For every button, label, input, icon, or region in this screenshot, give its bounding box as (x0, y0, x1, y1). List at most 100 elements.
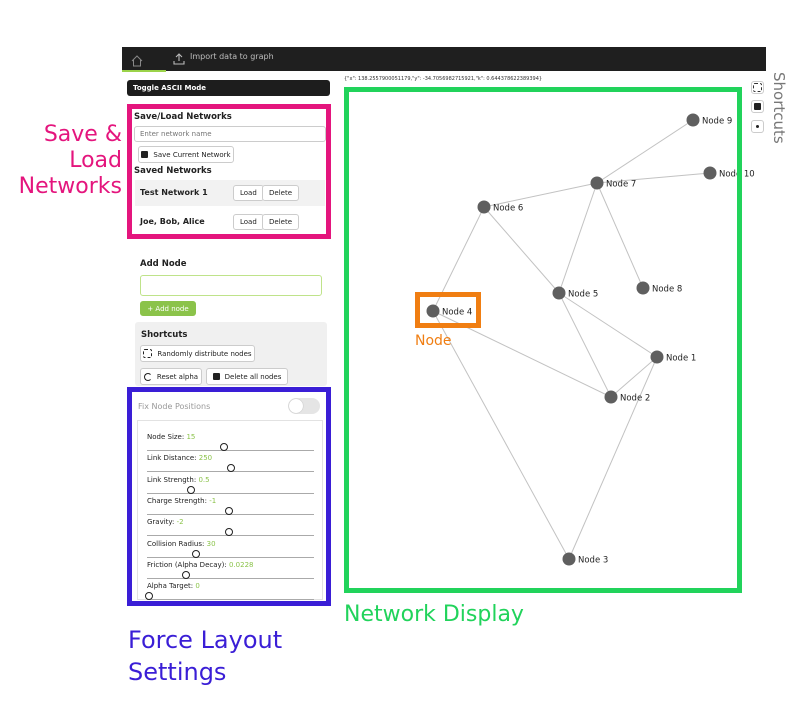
graph-edge (596, 119, 694, 184)
graph-edge (558, 292, 658, 358)
slider-handle[interactable] (186, 485, 195, 494)
graph-node[interactable] (562, 552, 576, 566)
annotation-save-load: Save & Load Networks (18, 122, 122, 199)
graph-edge (610, 356, 658, 398)
transform-readout: {"x": 138.2557900051179,"y": -34.7056982… (344, 76, 543, 82)
add-node-button[interactable]: + Add node (140, 301, 196, 316)
active-tab-indicator (122, 70, 166, 72)
distribute-icon (143, 349, 153, 358)
slider-handle[interactable] (225, 506, 234, 515)
graph-node-label: Node 2 (620, 394, 650, 404)
slider-handle[interactable] (181, 570, 190, 579)
graph-node[interactable] (604, 390, 618, 404)
slider-handle[interactable] (220, 443, 229, 451)
home-icon[interactable] (130, 53, 144, 67)
slider-label: Link Distance: 250 (147, 454, 213, 463)
slider-value: 15 (186, 433, 196, 441)
slider-track[interactable] (147, 450, 314, 451)
graph-edge (558, 292, 612, 398)
graph-node-label: Node 7 (606, 180, 636, 190)
node-name-input[interactable] (140, 275, 322, 296)
slider-value: -2 (176, 518, 184, 527)
saved-network-name: Joe, Bob, Alice (140, 217, 205, 226)
annotation-force-layout: Force Layout Settings (128, 626, 283, 686)
slider-label: Collision Radius: 30 (147, 539, 216, 548)
delete-network-button[interactable]: Delete (262, 214, 299, 230)
top-bar (122, 47, 766, 71)
delete-shortcut-icon[interactable] (751, 100, 764, 113)
graph-edge (568, 356, 658, 560)
slider-value: -1 (209, 496, 217, 505)
randomly-distribute-label: Randomly distribute nodes (157, 349, 252, 358)
slider-track[interactable] (147, 599, 314, 601)
fix-node-positions-label: Fix Node Positions (138, 402, 211, 411)
graph-edge (432, 310, 570, 560)
graph-node[interactable] (650, 350, 664, 364)
reset-alpha-button[interactable]: Reset alpha (140, 368, 202, 385)
slider-handle[interactable] (225, 528, 234, 537)
center-shortcut-icon[interactable] (751, 120, 764, 133)
slider-handle[interactable] (191, 549, 200, 558)
graph-node-label: Node 8 (652, 285, 682, 295)
slider-value: 0 (195, 582, 200, 591)
randomly-distribute-button[interactable]: Randomly distribute nodes (140, 345, 255, 362)
graph-node-label: Node 3 (578, 556, 608, 566)
graph-node[interactable] (426, 304, 440, 318)
slider-label: Charge Strength: -1 (147, 496, 217, 505)
graph-edge (483, 182, 598, 208)
save-network-button[interactable]: Save Current Network (138, 146, 234, 163)
delete-network-button[interactable]: Delete (262, 185, 299, 201)
graph-node-label: Node 10 (719, 170, 755, 180)
toggle-knob (289, 399, 303, 413)
delete-icon (212, 373, 220, 380)
add-node-title: Add Node (140, 259, 187, 269)
slider-track[interactable] (147, 492, 314, 494)
graph-edge (596, 172, 711, 184)
import-data-button[interactable]: Import data to graph (190, 52, 274, 61)
slider-value: 30 (206, 539, 216, 548)
network-display-highlight (344, 87, 742, 593)
slider-value: 0.5 (198, 475, 210, 484)
graph-edge (483, 206, 560, 294)
graph-node-label: Node 4 (442, 308, 472, 318)
distribute-shortcut-icon[interactable] (751, 81, 764, 94)
save-network-label: Save Current Network (153, 150, 231, 159)
graph-node-label: Node 1 (666, 354, 696, 364)
annotation-node: Node (415, 333, 452, 349)
force-layout-highlight (127, 387, 331, 606)
slider-handle[interactable] (226, 464, 235, 473)
annotation-network-display: Network Display (344, 602, 524, 627)
graph-node[interactable] (703, 166, 717, 180)
delete-all-label: Delete all nodes (224, 372, 282, 381)
save-load-highlight (127, 104, 331, 239)
save-load-title: Save/Load Networks (134, 112, 232, 122)
graph-node-label: Node 6 (493, 204, 523, 214)
network-name-input[interactable] (134, 126, 326, 142)
slider-label: Alpha Target: 0 (147, 582, 200, 591)
graph-node-label: Node 5 (568, 290, 598, 300)
fix-node-positions-toggle[interactable] (288, 398, 320, 414)
graph-node[interactable] (590, 176, 604, 190)
reset-alpha-label: Reset alpha (156, 372, 199, 381)
graph-node-label: Node 9 (702, 117, 732, 127)
graph-node[interactable] (477, 200, 491, 214)
saved-network-name: Test Network 1 (140, 188, 208, 197)
slider-handle[interactable] (145, 592, 153, 601)
graph-node[interactable] (686, 113, 700, 127)
slider-track[interactable] (147, 577, 314, 579)
graph-edge (596, 182, 644, 289)
load-network-button[interactable]: Load (233, 214, 264, 230)
graph-node[interactable] (636, 281, 650, 295)
delete-all-nodes-button[interactable]: Delete all nodes (206, 368, 288, 385)
toggle-ascii-button[interactable]: Toggle ASCII Mode (127, 80, 330, 96)
slider-value: 0.0228 (228, 560, 254, 569)
saved-networks-title: Saved Networks (134, 166, 212, 176)
slider-track[interactable] (147, 556, 314, 558)
graph-node[interactable] (552, 286, 566, 300)
slider-value: 250 (198, 454, 213, 463)
slider-label: Link Strength: 0.5 (147, 475, 210, 484)
upload-icon[interactable] (172, 51, 186, 65)
slider-label: Gravity: -2 (147, 518, 184, 527)
refresh-icon (143, 372, 152, 381)
